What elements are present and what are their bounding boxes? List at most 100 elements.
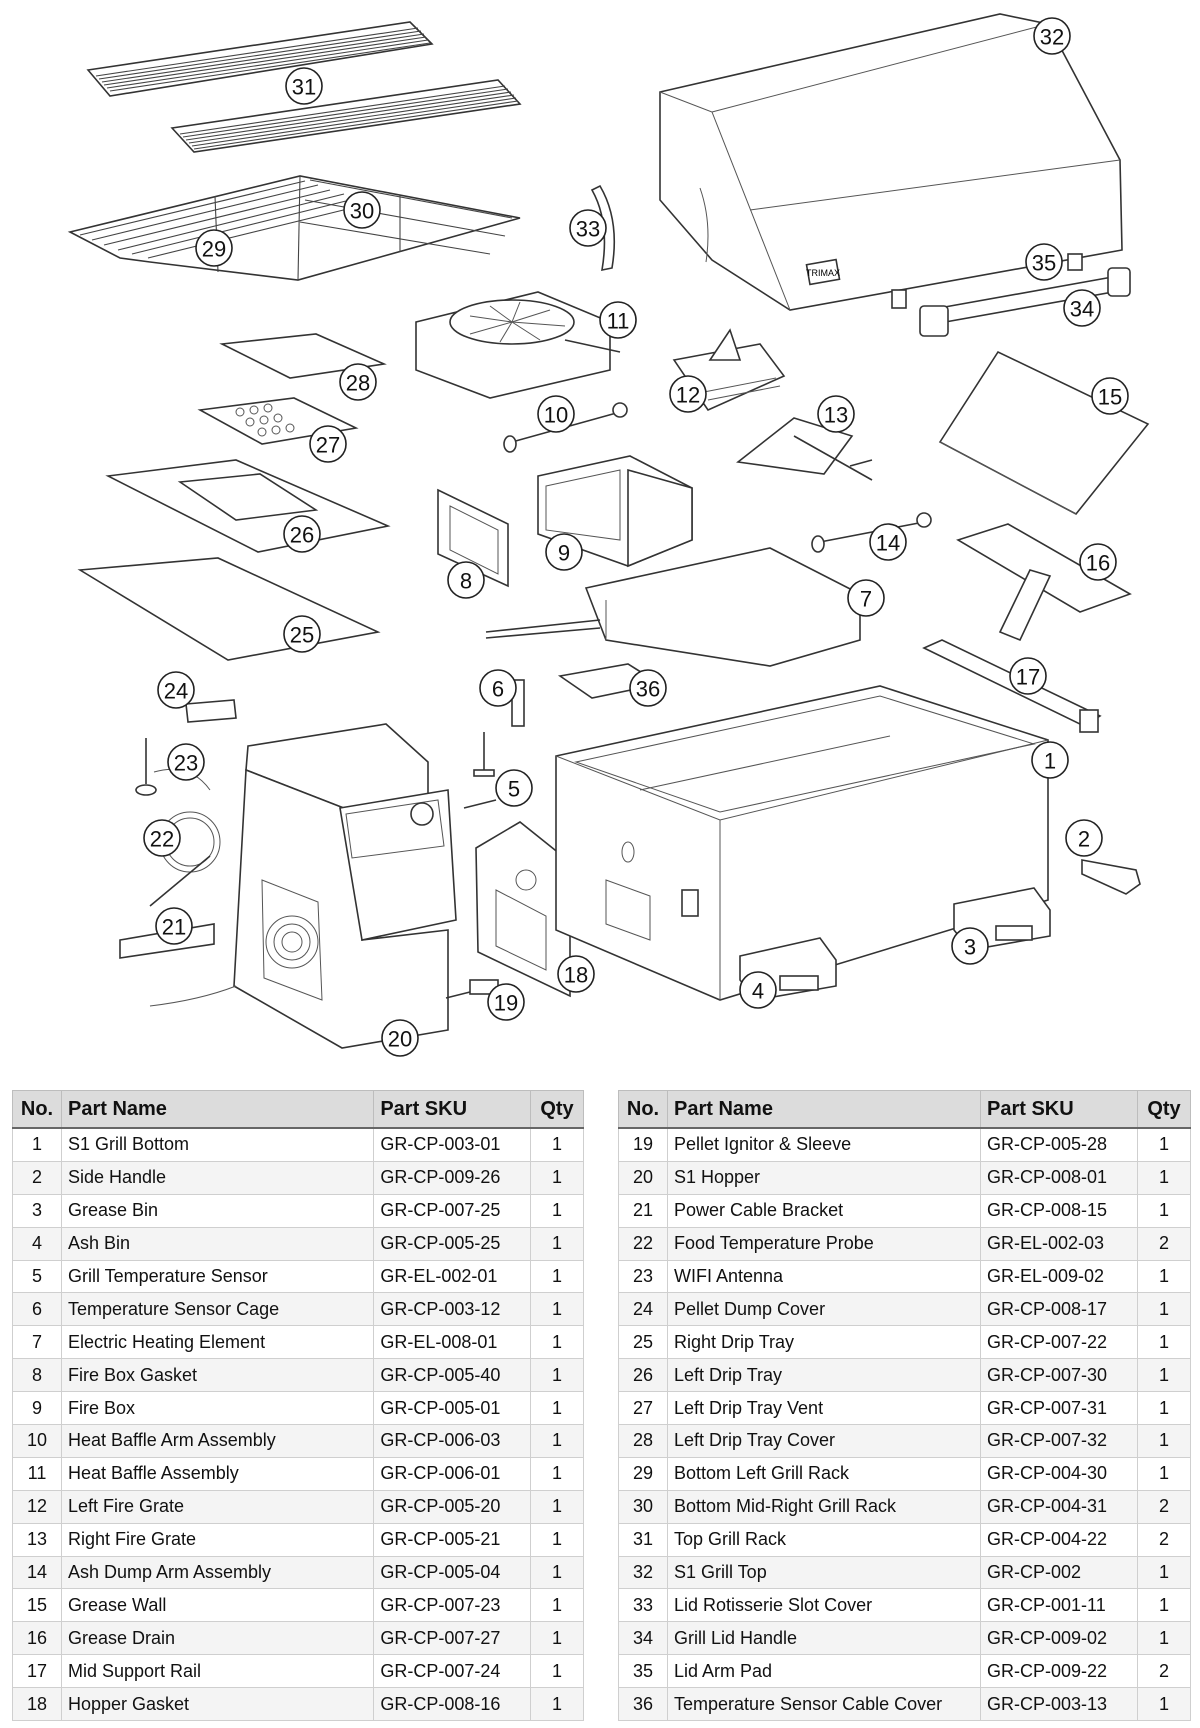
heating-element-drawing [485,547,861,667]
part-qty: 1 [530,1160,584,1195]
callout-3: 3 [951,927,989,965]
part-number: 28 [618,1424,668,1458]
callout-number: 2 [1078,827,1090,852]
rotisserie-slot-cover-drawing [590,184,616,272]
part-number: 31 [618,1522,668,1557]
callout-number: 23 [174,751,198,776]
part-number: 26 [618,1358,668,1393]
part-sku: GR-CP-003-13 [980,1687,1138,1722]
part-sku: GR-CP-001-11 [980,1588,1138,1623]
parts-table-header: No. Part Name Part SKU Qty [12,1090,584,1129]
part-qty: 1 [530,1456,584,1491]
callout-number: 33 [576,217,600,242]
part-qty: 1 [1137,1160,1191,1195]
callout-number: 18 [564,963,588,988]
part-sku: GR-EL-008-01 [373,1325,532,1360]
part-name: Pellet Dump Cover [667,1292,981,1327]
part-qty: 1 [530,1555,584,1590]
part-sku: GR-CP-008-17 [980,1292,1138,1327]
part-qty: 1 [1137,1621,1191,1656]
part-sku: GR-CP-005-20 [373,1489,532,1524]
callout-group: 1234567891011121314151617181920212223242… [143,17,1129,1057]
part-number: 17 [12,1654,62,1689]
callout-2: 2 [1065,819,1103,857]
part-qty: 1 [1137,1391,1191,1426]
part-number: 23 [618,1259,668,1294]
hopper-drawing [149,723,457,1049]
ash-dump-arm-drawing [811,512,932,553]
part-number: 16 [12,1621,62,1656]
part-name: S1 Grill Top [667,1555,981,1590]
part-name: S1 Hopper [667,1160,981,1195]
callout-number: 32 [1040,25,1064,50]
part-qty: 1 [530,1325,584,1360]
callout-number: 15 [1098,385,1122,410]
callout-26: 26 [283,515,321,553]
fire-box-drawing [537,455,693,568]
header-part-sku: Part SKU [980,1090,1138,1129]
part-sku: GR-CP-005-01 [373,1391,532,1426]
part-sku: GR-CP-004-31 [980,1489,1138,1524]
part-number: 11 [12,1456,62,1491]
part-sku: GR-CP-007-32 [980,1424,1138,1458]
part-number: 6 [12,1292,62,1327]
heat-baffle-drawing [415,291,621,399]
header-part-sku: Part SKU [373,1090,532,1129]
callout-number: 10 [544,403,568,428]
header-no: No. [12,1090,62,1129]
part-number: 22 [618,1226,668,1261]
part-qty: 1 [1137,1588,1191,1623]
callout-number: 11 [607,309,630,334]
left-drip-tray-drawing [105,459,391,553]
callout-28: 28 [339,363,377,401]
callout-number: 12 [676,383,700,408]
callout-35: 35 [1025,243,1063,281]
part-qty: 1 [1137,1325,1191,1360]
part-number: 15 [12,1588,62,1623]
callout-32: 32 [1033,17,1071,55]
part-sku: GR-CP-007-31 [980,1391,1138,1426]
callout-34: 34 [1063,289,1101,327]
callout-number: 22 [150,827,174,852]
header-qty: Qty [530,1090,584,1129]
part-qty: 1 [530,1588,584,1623]
hopper-gasket-drawing [475,821,571,998]
part-qty: 1 [530,1193,584,1228]
callout-number: 3 [964,935,976,960]
header-part-name: Part Name [667,1090,981,1129]
part-sku: GR-CP-006-01 [373,1456,532,1491]
part-qty: 1 [1137,1555,1191,1590]
callout-11: 11 [599,301,637,339]
part-number: 30 [618,1489,668,1524]
part-qty: 1 [1137,1259,1191,1294]
part-sku: GR-CP-008-15 [980,1193,1138,1228]
callout-number: 29 [202,237,226,262]
part-name: Food Temperature Probe [667,1226,981,1261]
part-qty: 1 [1137,1687,1191,1722]
part-sku: GR-CP-005-28 [980,1127,1138,1162]
part-sku: GR-CP-007-24 [373,1654,532,1689]
part-sku: GR-EL-002-01 [373,1259,532,1294]
part-qty: 1 [1137,1456,1191,1491]
part-sku: GR-CP-002 [980,1555,1138,1590]
part-qty: 1 [530,1391,584,1426]
part-name: Left Fire Grate [60,1489,375,1524]
grease-drain-drawing [956,523,1132,642]
callout-18: 18 [557,955,595,993]
part-number: 18 [12,1687,62,1722]
callout-number: 26 [290,523,314,548]
part-number: 1 [12,1127,62,1162]
part-number: 13 [12,1522,62,1557]
part-sku: GR-CP-005-40 [373,1358,532,1393]
